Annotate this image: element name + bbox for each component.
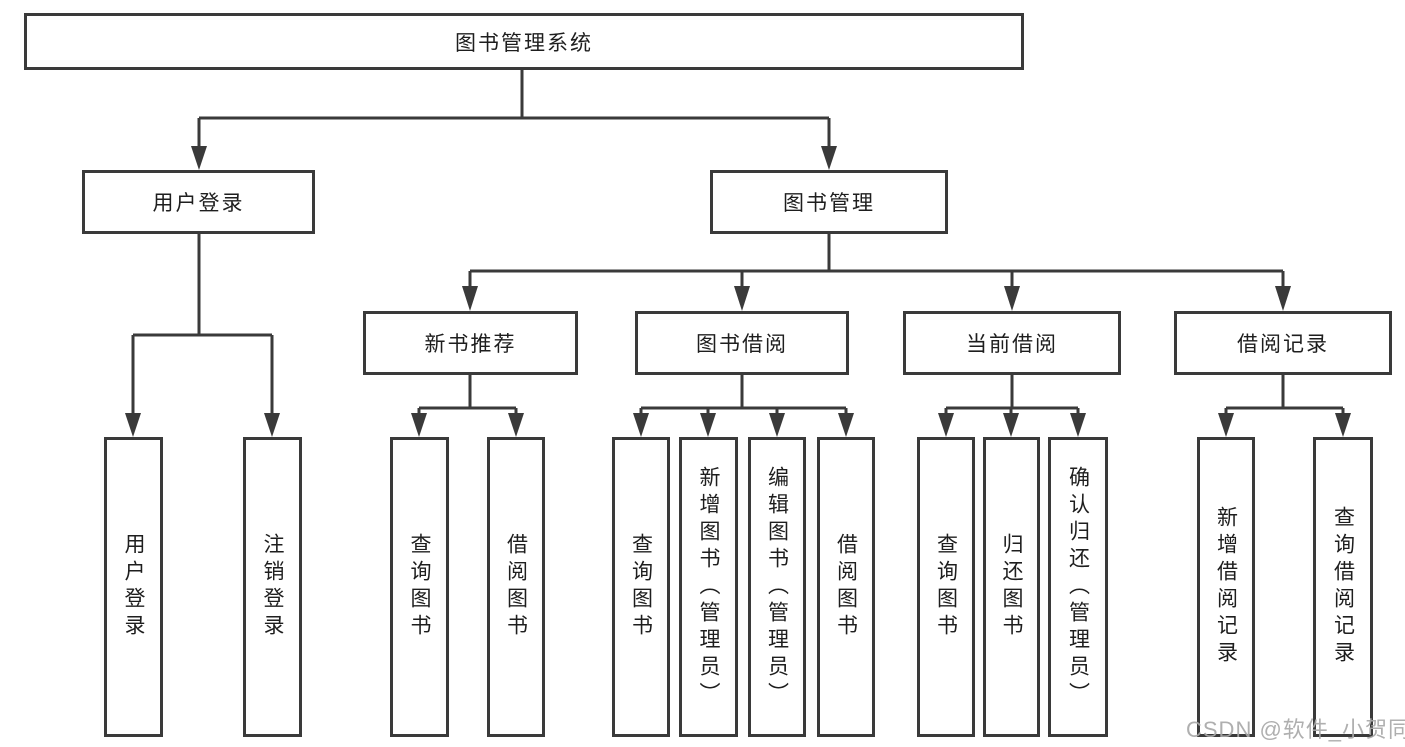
node-book-borrow: 图书借阅 [635, 311, 849, 375]
node-label: 图书借阅 [696, 333, 788, 356]
node-borrow-records: 借阅记录 [1174, 311, 1392, 375]
leaf-records-add-borrow-record: 新增借阅记录 [1197, 437, 1255, 737]
leaf-label: 确认归还（管理员） [1066, 465, 1090, 709]
leaf-label: 新增图书（管理员） [697, 465, 720, 709]
node-user-login: 用户登录 [82, 170, 315, 234]
leaf-label: 新增借阅记录 [1214, 506, 1238, 668]
leaf-current-query-books: 查询图书 [917, 437, 975, 737]
leaf-label: 借阅图书 [834, 533, 858, 641]
node-label: 用户登录 [152, 192, 245, 215]
node-label: 新书推荐 [424, 333, 517, 356]
node-current-borrow: 当前借阅 [903, 311, 1121, 375]
leaf-label: 查询图书 [629, 533, 653, 641]
node-label: 当前借阅 [966, 333, 1058, 356]
leaf-logout: 注销登录 [243, 437, 302, 737]
leaf-label: 用户登录 [122, 533, 145, 641]
leaf-label: 查询图书 [934, 533, 958, 641]
leaf-records-query-borrow-record: 查询借阅记录 [1313, 437, 1373, 737]
node-new-book-recommend: 新书推荐 [363, 311, 578, 375]
node-label: 借阅记录 [1237, 333, 1329, 356]
node-book-management: 图书管理 [710, 170, 948, 234]
leaf-label: 借阅图书 [504, 533, 528, 641]
leaf-borrow-add-books-admin: 新增图书（管理员） [679, 437, 738, 737]
csdn-watermark: CSDN @软件_小贺同学 [1186, 717, 1405, 742]
leaf-user-login: 用户登录 [104, 437, 163, 737]
leaf-newbook-query-books: 查询图书 [390, 437, 449, 737]
node-label: 图书管理系统 [455, 31, 593, 55]
leaf-borrow-query-books: 查询图书 [612, 437, 670, 737]
leaf-label: 归还图书 [1000, 533, 1023, 641]
leaf-label: 注销登录 [261, 533, 284, 641]
leaf-borrow-borrow-books: 借阅图书 [817, 437, 875, 737]
leaf-label: 编辑图书（管理员） [765, 465, 789, 709]
leaf-borrow-edit-books-admin: 编辑图书（管理员） [748, 437, 806, 737]
leaf-current-return-books: 归还图书 [983, 437, 1040, 737]
leaf-label: 查询借阅记录 [1331, 506, 1355, 668]
node-label: 图书管理 [783, 192, 875, 215]
leaf-newbook-borrow-books: 借阅图书 [487, 437, 545, 737]
leaf-current-confirm-return-admin: 确认归还（管理员） [1048, 437, 1108, 737]
leaf-label: 查询图书 [408, 533, 431, 641]
node-library-management-system: 图书管理系统 [24, 13, 1024, 70]
